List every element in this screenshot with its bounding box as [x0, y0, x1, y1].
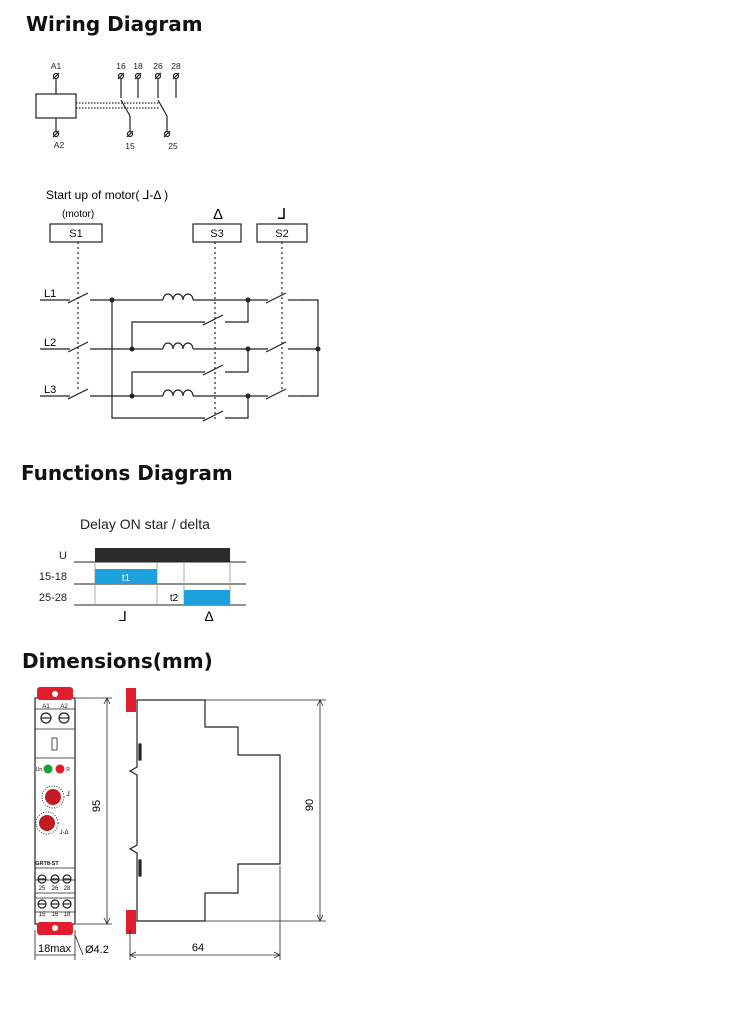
model-label: GRT8-ST [35, 861, 59, 867]
front-terminal-a1: A1 [42, 704, 50, 710]
t1-label: t1 [122, 573, 131, 584]
knob-mark-stardelta: ⅃-Δ [59, 830, 68, 836]
terminal-label-a2: A2 [54, 140, 65, 150]
knob-mark-star: ⅃ [66, 791, 70, 798]
contact-1-blade [120, 99, 131, 117]
supply-bar [95, 548, 230, 562]
term-28: 28 [64, 886, 71, 892]
depth-side-label: 64 [192, 942, 204, 954]
line-label-l3: L3 [44, 384, 56, 396]
line-label-l2: L2 [44, 337, 56, 349]
height-side-label: 90 [304, 799, 316, 811]
width-front-label: 18max [38, 943, 72, 955]
terminal-label-15: 15 [125, 141, 135, 151]
term-15: 15 [39, 912, 46, 918]
dimensions-heading: Dimensions(mm) [22, 649, 213, 673]
led-r-indicator [55, 764, 65, 774]
control-links [77, 242, 283, 420]
star-symbol: ⅃ [278, 206, 286, 223]
terminal-label-28: 28 [171, 61, 181, 71]
front-terminal-a2: A2 [60, 704, 68, 710]
wiring-diagram [35, 72, 180, 138]
functions-diagram-heading: Functions Diagram [21, 461, 233, 485]
term-25: 25 [39, 886, 46, 892]
contact-25-28-bar [184, 590, 230, 605]
terminal-label-16: 16 [116, 61, 126, 71]
motor-circuit [40, 223, 319, 422]
time-knob [45, 789, 61, 805]
switch-label-s3: S3 [210, 228, 223, 240]
range-knob [39, 815, 55, 831]
contact-15-18-bar [95, 569, 157, 584]
led-un-indicator [43, 764, 53, 774]
terminal-label-26: 26 [153, 61, 163, 71]
term-16: 16 [52, 912, 59, 918]
terminal-label-18: 18 [133, 61, 143, 71]
switch-box-s1 [49, 223, 103, 243]
contact-2-blade [157, 99, 168, 117]
term-18: 18 [64, 912, 71, 918]
led-r-label: R [66, 767, 70, 773]
switch-box-s3 [192, 223, 242, 243]
motor-label: (motor) [62, 209, 94, 220]
junction-dots [109, 297, 321, 399]
front-view-parts [37, 687, 73, 935]
wiring-diagram-heading: Wiring Diagram [26, 12, 203, 36]
motor-caption: Start up of motor( ⅃-Δ ) [46, 188, 168, 202]
timing-star-symbol: ⅃ [119, 608, 127, 624]
relay-coil [35, 93, 77, 119]
term-26: 26 [52, 886, 59, 892]
terminal-screws-front [37, 712, 72, 909]
t2-label: t2 [170, 593, 179, 604]
terminal-screws [52, 72, 180, 138]
dimension-lines [34, 697, 326, 960]
line-label-l1: L1 [44, 288, 56, 300]
row-label-u: U [59, 550, 67, 562]
side-clips [126, 688, 136, 934]
functions-title: Delay ON star / delta [80, 516, 210, 532]
row-label-15-18: 15-18 [39, 571, 67, 583]
delta-symbol: Δ [213, 206, 223, 223]
timing-delta-symbol: Δ [204, 608, 213, 624]
height-front-label: 95 [91, 800, 103, 812]
row-label-25-28: 25-28 [39, 592, 67, 604]
terminal-label-25: 25 [168, 141, 178, 151]
hole-diameter-label: Ø4.2 [85, 944, 109, 956]
terminal-label-a1: A1 [51, 61, 62, 71]
switch-label-s2: S2 [275, 228, 288, 240]
side-view [128, 699, 281, 922]
led-un-label: Un [36, 767, 43, 773]
switch-label-s1: S1 [69, 228, 82, 240]
